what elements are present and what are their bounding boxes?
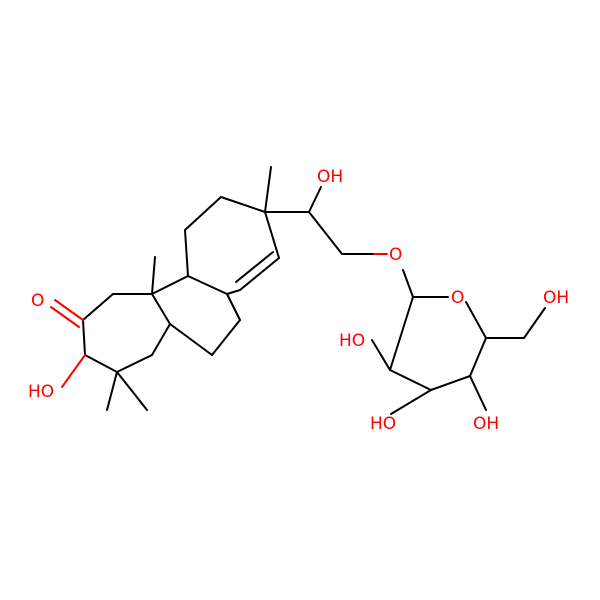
- bond: [151, 293, 171, 325]
- ring-oxygen-label: O: [451, 288, 464, 308]
- oxygen-bond-layer: [50, 253, 388, 388]
- bond: [116, 354, 153, 373]
- bond: [211, 319, 241, 356]
- glycosidic-oxygen-label: O: [389, 245, 402, 265]
- bond: [523, 307, 546, 339]
- bond: [390, 389, 432, 415]
- c2-hydroxyl-label: HO: [28, 382, 54, 402]
- bond: [430, 375, 471, 391]
- bond: [264, 166, 272, 213]
- sugar-c3-hydroxyl-label: HO: [370, 414, 396, 434]
- bond: [239, 257, 280, 291]
- bond-layer: [82, 166, 546, 415]
- bond: [151, 323, 171, 356]
- bond: [169, 323, 213, 356]
- bond: [220, 196, 266, 213]
- atom-label-layer: O HO OH O O OH HO HO OH: [28, 167, 569, 434]
- bond: [469, 375, 487, 411]
- bond: [84, 354, 118, 373]
- bond: [402, 269, 414, 298]
- ketone-double-bond: [54, 299, 84, 321]
- bond: [226, 289, 241, 295]
- bond: [151, 275, 189, 295]
- bond: [308, 211, 343, 255]
- bond: [82, 293, 114, 321]
- bond: [184, 196, 222, 231]
- ketone-double-bond: [50, 306, 80, 328]
- bond: [82, 319, 86, 356]
- side-chain-hydroxyl-label: OH: [317, 167, 343, 187]
- ketone-oxygen-label: O: [31, 291, 44, 311]
- bond: [187, 275, 228, 295]
- bond: [116, 371, 148, 411]
- bond: [389, 369, 432, 391]
- sugar-c4-hydroxyl-label: OH: [473, 414, 499, 434]
- bond: [235, 251, 274, 283]
- bond: [106, 371, 118, 411]
- bond: [226, 293, 241, 321]
- bond: [264, 211, 280, 259]
- bond: [308, 186, 322, 213]
- bond: [151, 256, 156, 295]
- sugar-c2-hydroxyl-label: HO: [339, 331, 365, 351]
- bond: [389, 296, 414, 371]
- bond: [371, 339, 391, 371]
- c2-oh-bond: [61, 354, 86, 388]
- bond: [465, 301, 487, 339]
- bond: [469, 337, 487, 377]
- hydroxymethyl-oh-label: OH: [543, 288, 569, 308]
- bond: [184, 229, 189, 277]
